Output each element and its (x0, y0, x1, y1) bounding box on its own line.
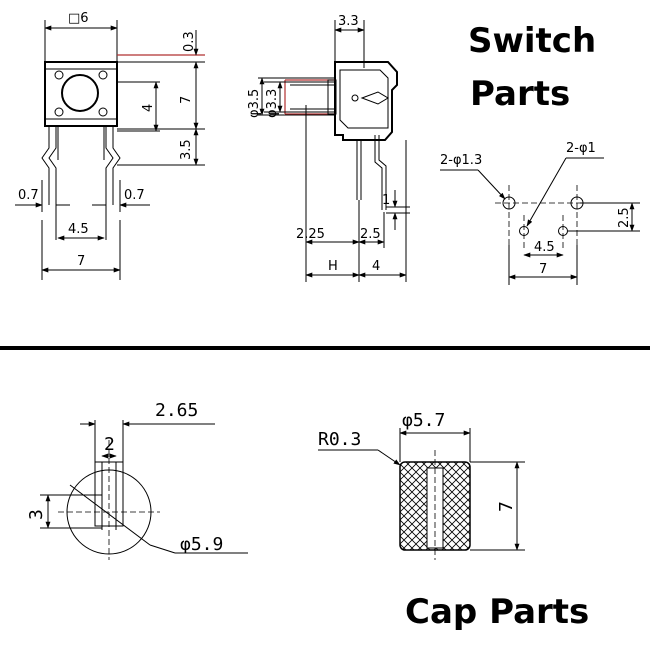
side-depth-label: 4 (372, 259, 380, 274)
cap-top-outer-width-label: 2.65 (155, 400, 198, 421)
front-top-offset-label: 0.3 (182, 31, 197, 52)
switch-parts-title-line2: Parts (470, 74, 570, 114)
side-pin-offset-label: 1 (382, 193, 390, 208)
switch-front-view: □6 0.3 7 3.5 4 0.7 0.7 4.5 7 (15, 11, 205, 280)
footprint-overall-width-label: 7 (539, 262, 547, 277)
cap-top-diameter-label: φ5.9 (180, 534, 223, 555)
footprint-pin-holes-label: 2-φ1 (566, 141, 596, 156)
cap-side-radius-label: R0.3 (318, 429, 361, 450)
footprint-pin-pitch-label: 4.5 (534, 240, 555, 255)
footprint-view: 2-φ1.3 2-φ1 2.5 4.5 7 (440, 141, 640, 285)
front-pin-height-label: 3.5 (179, 139, 194, 160)
side-height-label: H (328, 259, 338, 274)
switch-side-view: 3.3 φ3.5 φ3.3 1 (247, 14, 410, 282)
front-center-height-label: 4 (141, 104, 156, 112)
front-left-pin-label: 0.7 (18, 188, 39, 203)
cap-parts-title: Cap Parts (405, 592, 589, 632)
side-base-left-label: 2.25 (296, 227, 325, 242)
cap-top-inner-width-label: 2 (104, 434, 115, 455)
cap-side-height-label: 7 (496, 501, 517, 512)
side-base-right-label: 2.5 (360, 227, 381, 242)
side-stem-inner-diameter-label: φ3.3 (265, 89, 280, 118)
front-body-width-label: □6 (68, 11, 89, 26)
switch-parts-title-line1: Switch (468, 21, 596, 61)
front-body-height-label: 7 (179, 96, 194, 104)
front-overall-width-label: 7 (77, 254, 85, 269)
side-stem-outer-diameter-label: φ3.5 (247, 89, 262, 118)
front-right-pin-label: 0.7 (124, 188, 145, 203)
side-top-width-label: 3.3 (338, 14, 359, 29)
cap-side-view: φ5.7 R0.3 7 (318, 410, 525, 560)
front-pin-pitch-label: 4.5 (68, 222, 89, 237)
footprint-row-spacing-label: 2.5 (617, 207, 632, 228)
cap-side-diameter-label: φ5.7 (402, 410, 445, 431)
cap-top-slot-height-label: 3 (26, 509, 47, 520)
footprint-mount-holes-label: 2-φ1.3 (440, 153, 482, 168)
cap-top-view: 2.65 2 3 φ5.9 (26, 400, 248, 560)
